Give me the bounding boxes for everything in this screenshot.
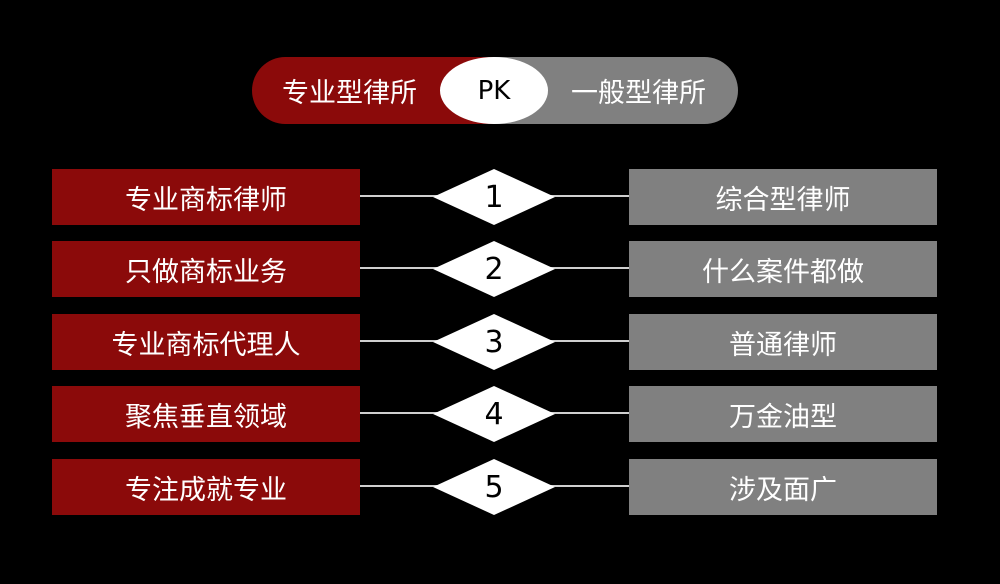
row-number-5: 5 bbox=[484, 469, 504, 505]
diamond-shape bbox=[433, 314, 555, 370]
diamond-shape bbox=[433, 241, 555, 297]
left-item-5: 专注成就专业 bbox=[52, 459, 360, 515]
diamond-shape bbox=[433, 169, 555, 225]
comparison-row-2: 只做商标业务 什么案件都做 2 bbox=[0, 241, 1000, 297]
header-left-label: 专业型律所 bbox=[282, 78, 417, 109]
row-number-3: 3 bbox=[484, 324, 504, 360]
right-item-4: 万金油型 bbox=[629, 386, 937, 442]
comparison-row-4: 聚焦垂直领域 万金油型 4 bbox=[0, 386, 1000, 442]
left-item-3: 专业商标代理人 bbox=[52, 314, 360, 370]
right-item-2: 什么案件都做 bbox=[629, 241, 937, 297]
row-number-2: 2 bbox=[484, 251, 504, 287]
comparison-header: 专业型律所 一般型律所 PK bbox=[252, 57, 738, 124]
left-item-1: 专业商标律师 bbox=[52, 169, 360, 225]
pk-badge: PK bbox=[440, 57, 548, 124]
left-item-2: 只做商标业务 bbox=[52, 241, 360, 297]
row-number-4: 4 bbox=[484, 396, 504, 432]
comparison-row-5: 专注成就专业 涉及面广 5 bbox=[0, 459, 1000, 515]
right-item-3: 普通律师 bbox=[629, 314, 937, 370]
comparison-row-1: 专业商标律师 综合型律师 1 bbox=[0, 169, 1000, 225]
comparison-row-3: 专业商标代理人 普通律师 3 bbox=[0, 314, 1000, 370]
right-item-1: 综合型律师 bbox=[629, 169, 937, 225]
right-item-5: 涉及面广 bbox=[629, 459, 937, 515]
diamond-shape bbox=[433, 386, 555, 442]
left-item-4: 聚焦垂直领域 bbox=[52, 386, 360, 442]
diamond-shape bbox=[433, 459, 555, 515]
header-right-label: 一般型律所 bbox=[571, 78, 706, 109]
row-number-1: 1 bbox=[484, 179, 504, 215]
